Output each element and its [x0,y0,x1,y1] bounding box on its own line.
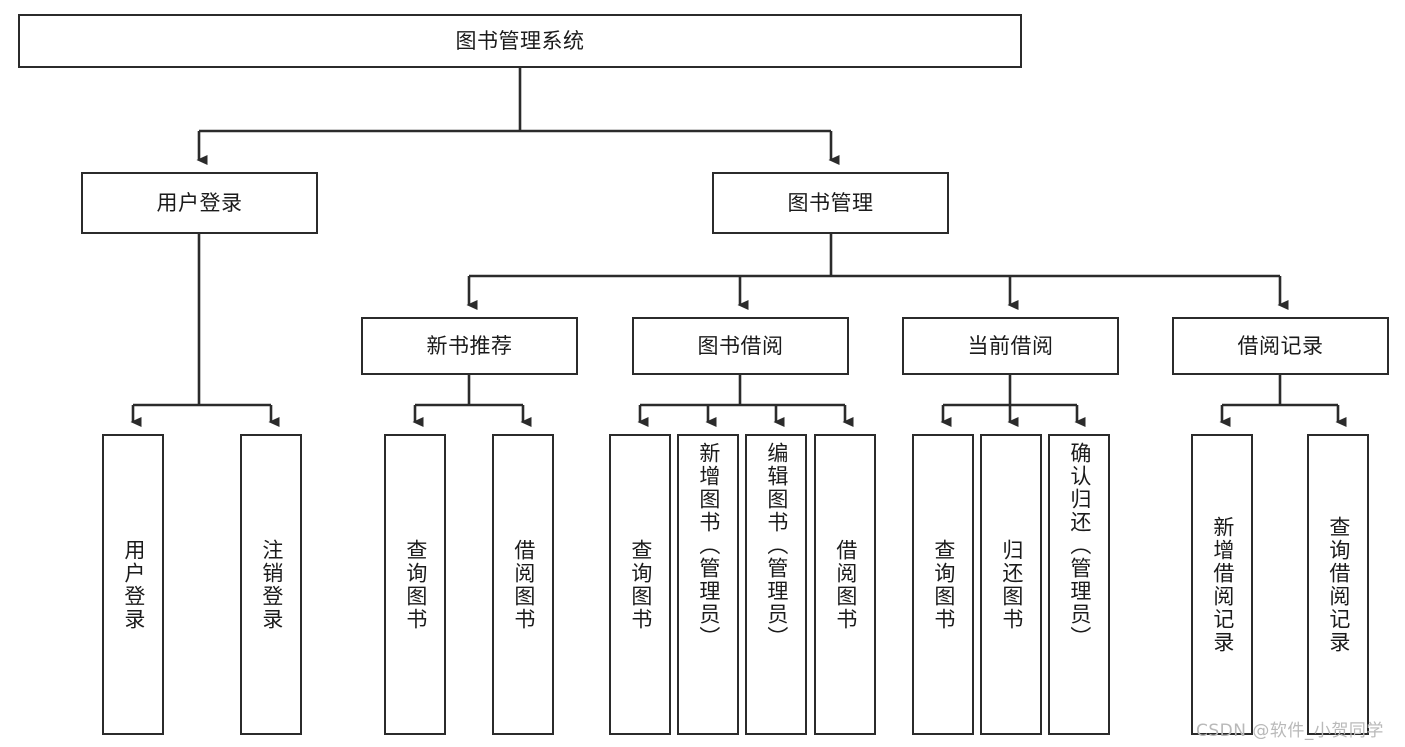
leaf-recommend-query-book-label: 查询图书 [403,538,428,631]
leaf-borrow-edit-book[interactable]: 编辑图书（管理员） [745,434,807,735]
node-book-management[interactable]: 图书管理 [712,172,949,234]
leaf-borrow-add-book-label: 新增图书（管理员） [696,442,721,649]
node-borrow-record[interactable]: 借阅记录 [1172,317,1389,375]
leaf-record-query-record[interactable]: 查询借阅记录 [1307,434,1369,735]
leaf-current-query-book-label: 查询图书 [931,538,956,631]
leaf-current-confirm-return[interactable]: 确认归还（管理员） [1048,434,1110,735]
node-book-borrow-label: 图书借阅 [697,333,784,358]
leaf-borrow-query-book[interactable]: 查询图书 [609,434,671,735]
leaf-current-query-book[interactable]: 查询图书 [912,434,974,735]
node-current-borrow-label: 当前借阅 [967,333,1054,358]
node-book-management-label: 图书管理 [787,190,874,215]
node-borrow-record-label: 借阅记录 [1237,333,1324,358]
node-root-label: 图书管理系统 [455,28,585,53]
node-user-login-label: 用户登录 [156,190,243,215]
leaf-current-return-book-label: 归还图书 [999,538,1024,631]
leaf-user-login-signout-label: 注销登录 [259,538,284,631]
leaf-current-return-book[interactable]: 归还图书 [980,434,1042,735]
node-root[interactable]: 图书管理系统 [18,14,1022,68]
node-user-login[interactable]: 用户登录 [81,172,318,234]
leaf-user-login-signin[interactable]: 用户登录 [102,434,164,735]
leaf-borrow-add-book[interactable]: 新增图书（管理员） [677,434,739,735]
leaf-user-login-signout[interactable]: 注销登录 [240,434,302,735]
leaf-borrow-query-book-label: 查询图书 [628,538,653,631]
leaf-record-add-record-label: 新增借阅记录 [1210,515,1235,654]
leaf-user-login-signin-label: 用户登录 [121,538,146,631]
leaf-record-query-record-label: 查询借阅记录 [1326,515,1351,654]
leaf-borrow-borrow-book-label: 借阅图书 [833,538,858,631]
csdn-watermark: CSDN @软件_小贺同学 [1196,721,1384,741]
leaf-recommend-borrow-book[interactable]: 借阅图书 [492,434,554,735]
node-new-book-recommend-label: 新书推荐 [426,333,513,358]
leaf-record-add-record[interactable]: 新增借阅记录 [1191,434,1253,735]
leaf-recommend-query-book[interactable]: 查询图书 [384,434,446,735]
leaf-borrow-edit-book-label: 编辑图书（管理员） [764,442,789,649]
leaf-current-confirm-return-label: 确认归还（管理员） [1067,442,1092,649]
node-current-borrow[interactable]: 当前借阅 [902,317,1119,375]
leaf-recommend-borrow-book-label: 借阅图书 [511,538,536,631]
leaf-borrow-borrow-book[interactable]: 借阅图书 [814,434,876,735]
node-book-borrow[interactable]: 图书借阅 [632,317,849,375]
node-new-book-recommend[interactable]: 新书推荐 [361,317,578,375]
